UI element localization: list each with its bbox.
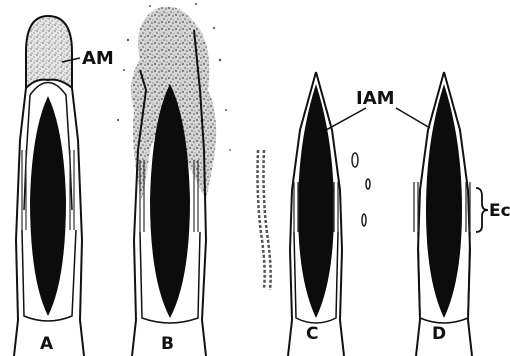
- panel-a-equatorial-right: [70, 150, 74, 230]
- iam-leader-to-d: [396, 108, 430, 128]
- panel-b-label: B: [161, 334, 174, 354]
- iam-label: IAM: [356, 88, 395, 109]
- panel-c-equatorial-right: [334, 182, 338, 232]
- panel-a-acrosome-cap: [26, 16, 72, 88]
- panel-c-equatorial-left: [294, 182, 298, 232]
- panel-a-sperm-head: A: [14, 16, 84, 356]
- panel-a-label: A: [40, 334, 54, 354]
- ec-bracket: [476, 188, 488, 232]
- panel-d-sperm-head: D: [414, 72, 472, 356]
- iam-leader-to-c: [326, 108, 366, 130]
- panel-c-shed-membrane: [258, 150, 271, 290]
- panel-b-sperm-head: B: [117, 3, 231, 356]
- panel-c-vesicles: [352, 153, 370, 226]
- am-label: AM: [82, 48, 114, 69]
- panel-c-label: C: [306, 324, 318, 344]
- iam-annotation: IAM: [326, 88, 430, 130]
- panel-d-label: D: [432, 324, 446, 344]
- panel-a-nucleus: [30, 96, 66, 316]
- ec-annotation: Ec: [476, 188, 510, 232]
- panel-d-equatorial-left: [414, 182, 418, 232]
- panel-a-equatorial-left: [22, 150, 26, 230]
- ec-label: Ec: [489, 201, 510, 221]
